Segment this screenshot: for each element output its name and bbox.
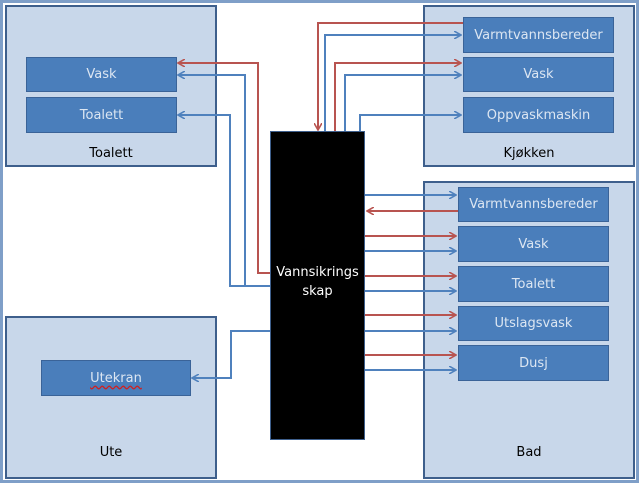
fixture-label: Utekran: [90, 370, 142, 386]
fixture-oppvaskmaskin: Oppvaskmaskin: [463, 97, 614, 133]
cold-pipe: [192, 330, 270, 378]
room-label: Ute: [99, 445, 123, 460]
fixture-utekran: Utekran: [41, 360, 191, 396]
fixture-toalett: Toalett: [26, 97, 177, 133]
fixture-varmtvannsbereder: Varmtvannsbereder: [463, 17, 614, 53]
cold-pipe: [344, 75, 461, 131]
hot-pipe: [178, 63, 270, 274]
room-ute: Ute: [5, 316, 217, 479]
room-label: Bad: [516, 445, 542, 460]
hot-pipe: [318, 22, 463, 130]
cabinet-label-line2: skap: [302, 284, 333, 299]
hot-pipe: [334, 63, 461, 131]
fixture-dusj: Dusj: [458, 345, 609, 381]
cold-pipe: [178, 115, 245, 287]
cold-pipe: [324, 35, 461, 131]
cold-pipe: [178, 75, 270, 287]
fixture-vask: Vask: [26, 57, 177, 92]
cold-pipe: [359, 115, 461, 131]
room-label: Kjøkken: [503, 146, 555, 161]
room-label: Toalett: [89, 146, 133, 161]
fixture-varmtvannsbereder: Varmtvannsbereder: [458, 187, 609, 222]
fixture-vask: Vask: [458, 226, 609, 262]
fixture-toalett: Toalett: [458, 266, 609, 302]
vannsikringsskap: Vannsikrings skap: [270, 131, 365, 440]
cabinet-label-line1: Vannsikrings: [276, 265, 359, 280]
fixture-vask: Vask: [463, 57, 614, 92]
fixture-utslagsvask: Utslagsvask: [458, 306, 609, 341]
